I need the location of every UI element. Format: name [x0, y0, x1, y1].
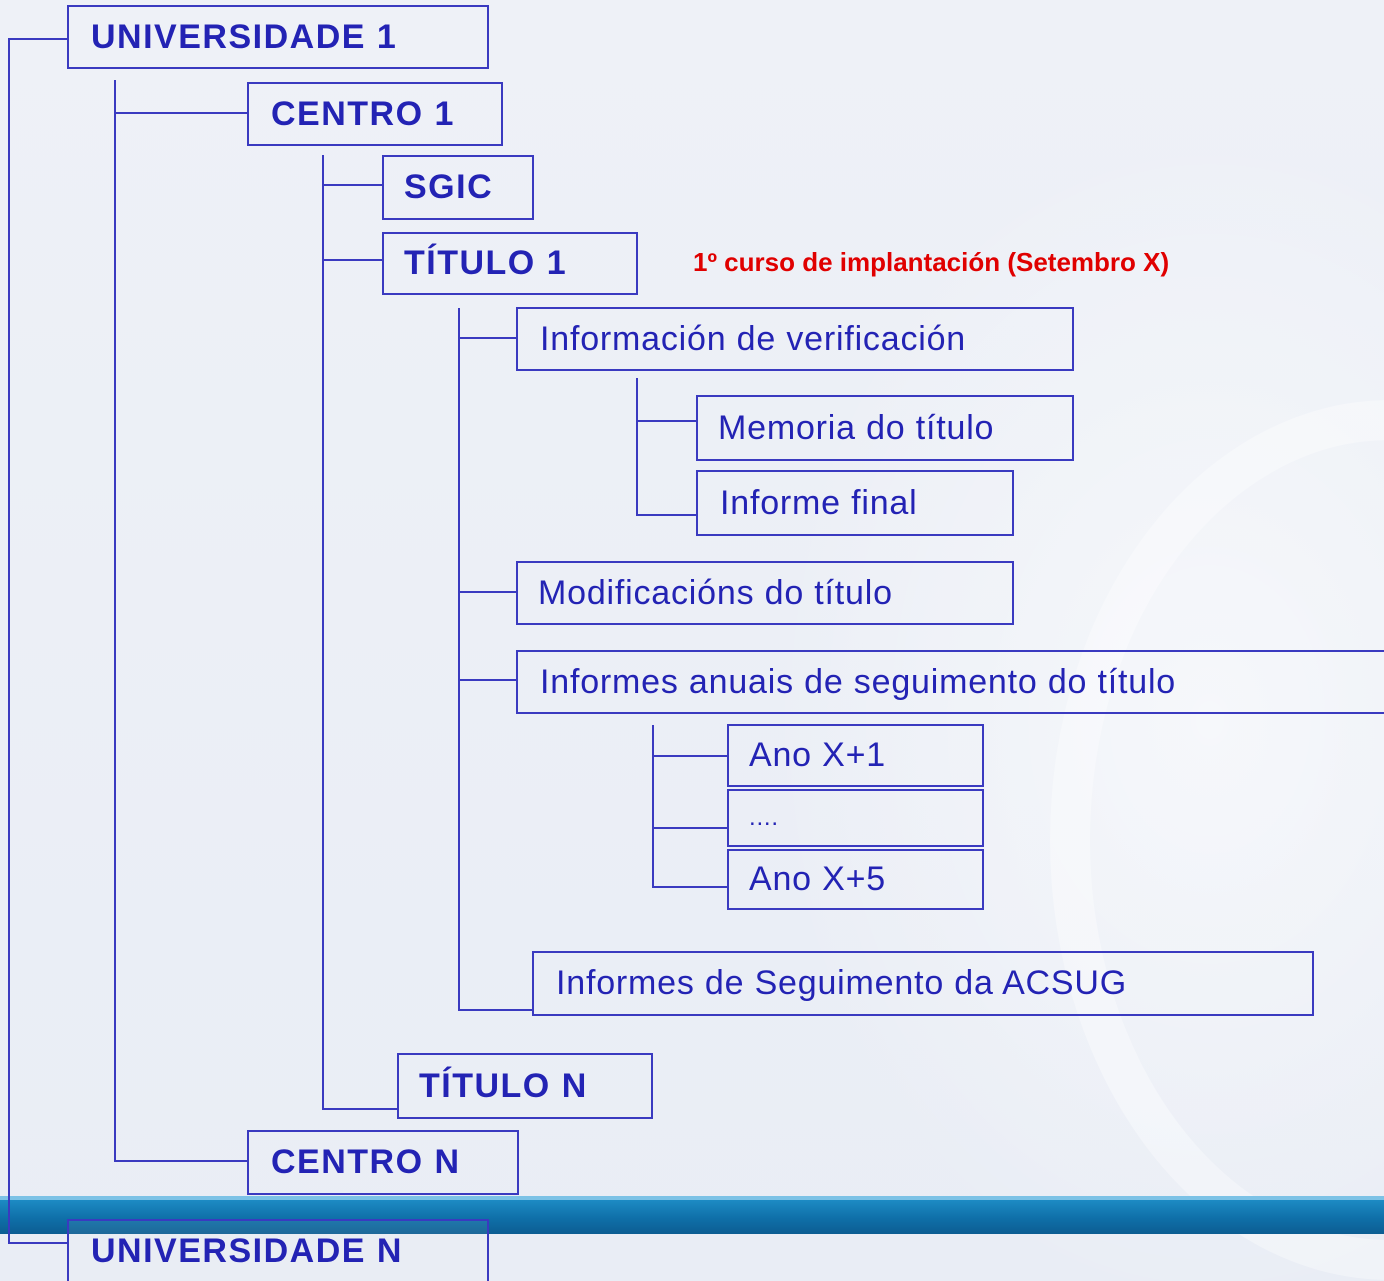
node-ano-x1: Ano X+1	[727, 724, 984, 787]
node-label: Informes anuais de seguimento do título	[540, 662, 1177, 701]
node-centro-n: CENTRO N	[247, 1130, 519, 1195]
connector	[652, 725, 654, 888]
node-ano-x5: Ano X+5	[727, 849, 984, 910]
node-label: Ano X+5	[749, 860, 886, 898]
node-label: Informe final	[720, 483, 918, 522]
node-label: ....	[749, 804, 779, 831]
node-universidade-1: UNIVERSIDADE 1	[67, 5, 489, 69]
connector	[652, 886, 728, 888]
connector	[636, 378, 638, 516]
node-sgic: SGIC	[382, 155, 534, 220]
node-label: Información de verificación	[540, 319, 967, 358]
connector	[458, 679, 516, 681]
node-label: Informes de Seguimento da ACSUG	[556, 964, 1127, 1002]
node-label: Memoria do título	[718, 408, 995, 447]
node-label: Ano X+1	[749, 736, 886, 774]
node-label: Modificacións do título	[538, 573, 893, 612]
connector	[322, 155, 324, 1110]
node-label: TÍTULO 1	[404, 244, 568, 282]
node-modificacions-titulo: Modificacións do título	[516, 561, 1014, 625]
node-titulo-n: TÍTULO N	[397, 1053, 653, 1119]
node-label: CENTRO N	[271, 1143, 461, 1181]
node-informes-acsug: Informes de Seguimento da ACSUG	[532, 951, 1314, 1016]
connector	[652, 827, 728, 829]
node-titulo-1: TÍTULO 1	[382, 232, 638, 295]
connector	[322, 184, 382, 186]
node-label: UNIVERSIDADE N	[91, 1231, 403, 1270]
implementation-note: 1º curso de implantación (Setembro X)	[693, 247, 1170, 277]
node-centro-1: CENTRO 1	[247, 82, 503, 146]
connector	[458, 337, 516, 339]
node-label: CENTRO 1	[271, 94, 455, 133]
connector	[8, 38, 10, 1244]
footer-bar-highlight	[0, 1196, 1384, 1201]
connector	[8, 38, 68, 40]
node-ellipsis: ....	[727, 789, 984, 847]
connector	[652, 755, 728, 757]
node-label: TÍTULO N	[419, 1066, 588, 1105]
node-universidade-n: UNIVERSIDADE N	[67, 1219, 489, 1281]
node-informes-anuais: Informes anuais de seguimento do título	[516, 650, 1384, 714]
connector	[322, 259, 382, 261]
connector	[114, 112, 248, 114]
connector	[322, 1108, 398, 1110]
node-informacion-verificacion: Información de verificación	[516, 307, 1074, 371]
connector	[458, 308, 460, 1011]
connector	[114, 80, 116, 1162]
connector	[636, 420, 696, 422]
connector	[114, 1160, 248, 1162]
connector	[636, 514, 696, 516]
node-memoria-titulo: Memoria do título	[696, 395, 1074, 461]
footer-bar	[0, 1200, 1384, 1234]
connector	[458, 1009, 532, 1011]
node-informe-final: Informe final	[696, 470, 1014, 536]
node-label: SGIC	[404, 168, 494, 206]
connector	[8, 1242, 68, 1244]
connector	[458, 591, 516, 593]
node-label: UNIVERSIDADE 1	[91, 17, 398, 56]
